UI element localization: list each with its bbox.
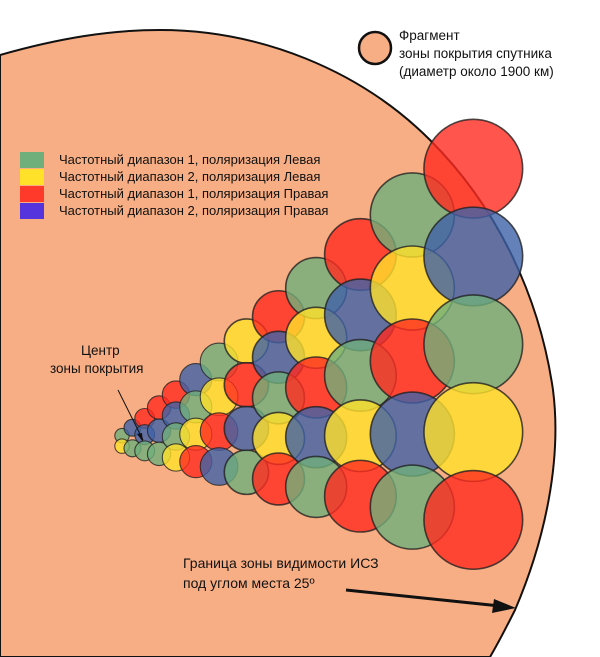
legend-label: Частотный диапазон 1, поляризация Левая (59, 152, 321, 167)
beam-cluster (114, 118, 524, 571)
center-label-line2: зоны покрытия (50, 361, 144, 376)
center-label-line1: Центр (81, 343, 120, 358)
beam-spot-circle (423, 381, 524, 483)
zone-note-line1: Фрагмент (399, 28, 460, 43)
legend-item: Частотный диапазон 1, поляризация Левая (20, 151, 328, 168)
beam-spot-circle (423, 294, 524, 395)
legend-item: Частотный диапазон 2, поляризация Левая (20, 168, 328, 185)
boundary-arrow-head (492, 599, 516, 613)
legend-item: Частотный диапазон 2, поляризация Правая (20, 202, 328, 219)
legend-label: Частотный диапазон 1, поляризация Правая (59, 186, 329, 201)
boundary-arrow-line (345, 588, 501, 608)
legend: Частотный диапазон 1, поляризация Левая … (20, 151, 328, 219)
legend-label: Частотный диапазон 2, поляризация Левая (59, 169, 321, 184)
boundary-label-line1: Граница зоны видимости ИСЗ (183, 555, 379, 571)
beam-spot-circle (423, 206, 524, 307)
boundary-label-line2: под углом места 25º (183, 575, 315, 591)
legend-swatch (20, 202, 44, 219)
beam-spot-circle (423, 118, 524, 219)
zone-note-line2: зоны покрытия спутника (399, 46, 552, 61)
beam-spot-circle (423, 469, 524, 571)
legend-label: Частотный диапазон 2, поляризация Правая (59, 203, 329, 218)
legend-swatch (20, 185, 44, 202)
legend-swatch (20, 151, 44, 168)
center-pointer-arrowhead (137, 433, 143, 442)
zone-legend-circle-icon (357, 30, 393, 66)
center-pointer-line (117, 389, 144, 441)
zone-note-line3: (диаметр около 1900 км) (399, 64, 554, 79)
legend-item: Частотный диапазон 1, поляризация Правая (20, 185, 328, 202)
legend-swatch (20, 168, 44, 185)
